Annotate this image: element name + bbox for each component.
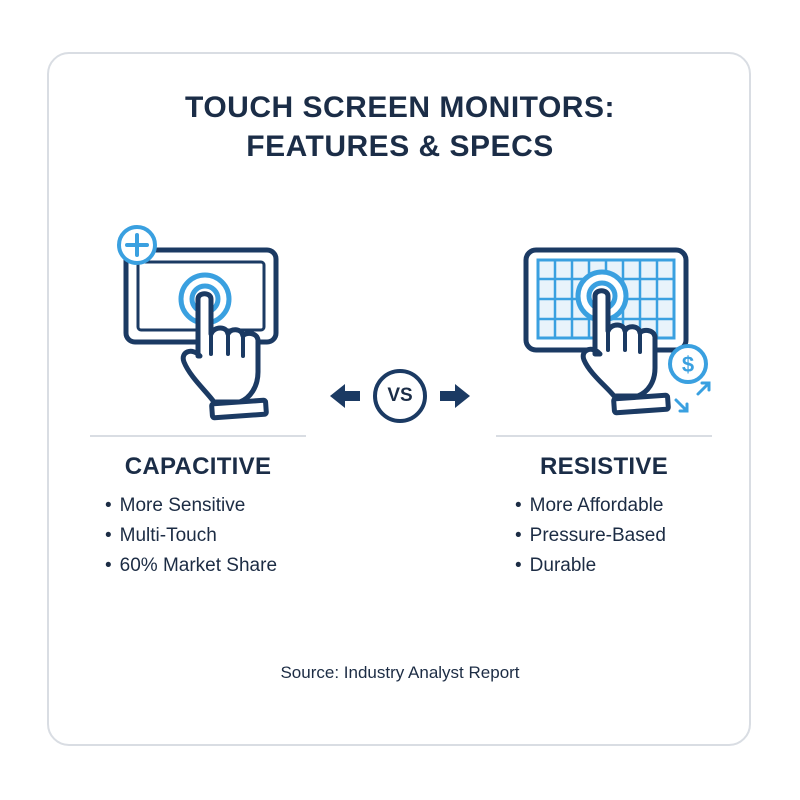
svg-text:$: $ [682,352,694,377]
page-title: TOUCH SCREEN MONITORS: FEATURES & SPECS [0,88,800,166]
source-note: Source: Industry Analyst Report [280,663,520,682]
list-item: Pressure-Based [515,521,666,551]
resistive-touch-screen-icon: $ [522,246,722,422]
capacitive-heading: CAPACITIVE [124,453,272,480]
list-item: More Affordable [515,491,666,521]
right-divider [496,435,712,437]
left-divider [90,435,306,437]
resistive-features-list: More Affordable Pressure-Based Durable [515,491,666,581]
arrow-right-icon [440,384,470,408]
arrow-left-icon [330,384,360,408]
capacitive-features-list: More Sensitive Multi-Touch 60% Market Sh… [105,491,277,581]
list-item: Multi-Touch [105,521,277,551]
list-item: Durable [515,551,666,581]
resistive-heading: RESISTIVE [539,453,669,480]
title-line-2: FEATURES & SPECS [246,130,554,163]
list-item: More Sensitive [105,491,277,521]
capacitive-touch-screen-icon [112,222,282,422]
list-item: 60% Market Share [105,551,277,581]
title-line-1: TOUCH SCREEN MONITORS: [185,91,615,124]
vs-label: VS [387,385,413,406]
versus-indicator: VS [330,367,470,427]
